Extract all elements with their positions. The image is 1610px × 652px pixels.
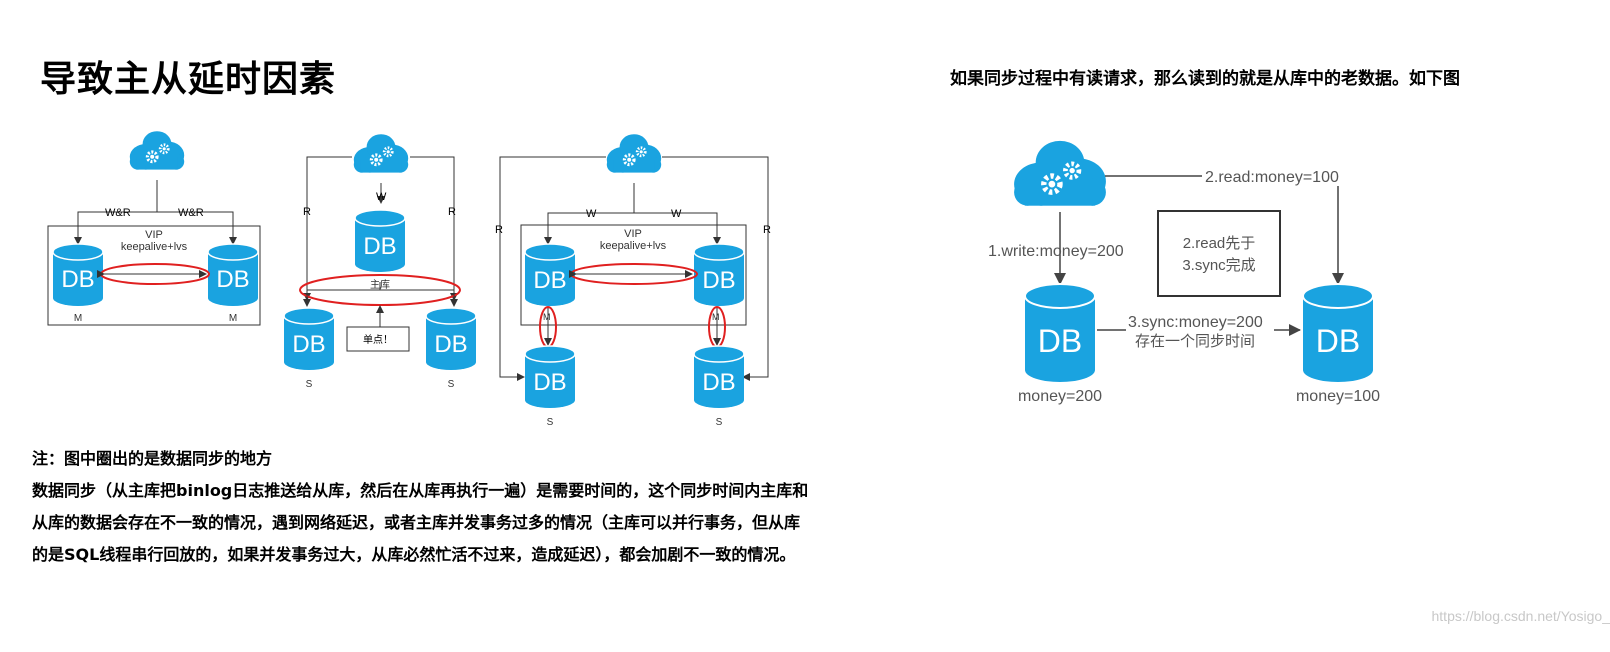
svg-text:DB: DB bbox=[1038, 323, 1082, 359]
edge-label-wr-left: W&R bbox=[105, 207, 131, 219]
svg-text:DB: DB bbox=[533, 267, 566, 294]
m-label-left: M bbox=[543, 312, 551, 322]
svg-text:DB: DB bbox=[702, 267, 735, 294]
edge-label-w-right: W bbox=[671, 208, 682, 220]
write-label: 1.write:money=200 bbox=[988, 243, 1124, 260]
edge-label-w: W bbox=[376, 191, 387, 203]
db-cylinder-left: DB bbox=[52, 243, 104, 306]
db-cylinder-slave: DB bbox=[1302, 283, 1374, 382]
svg-text:DB: DB bbox=[702, 369, 735, 396]
note-line: 数据同步（从主库把binlog日志推送给从库，然后在从库再执行一遍）是需要时间的… bbox=[32, 481, 809, 500]
diagram-4-read-during-sync: 1.write:money=200 2.read:money=100 2.rea… bbox=[988, 141, 1380, 405]
db-cylinder-master: DB bbox=[1024, 283, 1096, 382]
vip-label: VIP bbox=[624, 228, 642, 240]
svg-text:DB: DB bbox=[216, 266, 249, 293]
master-value: money=200 bbox=[1018, 388, 1102, 405]
read-label: 2.read:money=100 bbox=[1205, 169, 1339, 186]
db-cylinder-slave-left: DB bbox=[283, 307, 335, 370]
edge-label-w-left: W bbox=[586, 208, 597, 220]
svg-text:DB: DB bbox=[1316, 323, 1360, 359]
role-label-right: S bbox=[716, 417, 723, 428]
edge-label-r-right: R bbox=[448, 206, 456, 218]
db-cylinder-master-right: DB bbox=[693, 243, 745, 306]
cloud-icon bbox=[1014, 141, 1106, 206]
diagram-1-dual-master: W&R W&R VIP keepalive+lvs DB DB M M bbox=[47, 129, 261, 326]
m-label-right: M bbox=[712, 312, 720, 322]
svg-text:DB: DB bbox=[61, 266, 94, 293]
note-line-1: 2.read先于 bbox=[1183, 235, 1256, 252]
svg-text:DB: DB bbox=[434, 331, 467, 358]
sync-time-label: 存在一个同步时间 bbox=[1135, 333, 1255, 350]
notes-block: 注：图中圈出的是数据同步的地方 数据同步（从主库把binlog日志推送给从库，然… bbox=[32, 443, 808, 571]
right-section-title: 如果同步过程中有读请求，那么读到的就是从库中的老数据。如下图 bbox=[950, 69, 1460, 89]
vip-label: VIP bbox=[145, 229, 163, 241]
role-label-left: S bbox=[547, 417, 554, 428]
edge-label-r-left: R bbox=[495, 224, 503, 236]
note-line-2: 3.sync完成 bbox=[1182, 257, 1255, 274]
db-cylinder-slave-left: DB bbox=[524, 345, 576, 408]
db-cylinder-master-left: DB bbox=[524, 243, 576, 306]
single-point-label: 单点！ bbox=[363, 334, 393, 346]
sync-label: 3.sync:money=200 bbox=[1128, 314, 1263, 331]
role-label-right: S bbox=[448, 379, 455, 390]
svg-text:DB: DB bbox=[292, 331, 325, 358]
role-label-right: M bbox=[229, 313, 237, 324]
vip-box bbox=[520, 224, 747, 326]
vip-sublabel: keepalive+lvs bbox=[600, 240, 667, 252]
note-line: 注：图中圈出的是数据同步的地方 bbox=[32, 449, 273, 468]
note-line: 的是SQL线程串行回放的，如果并发事务过大，从库必然忙活不过来，造成延迟），都会… bbox=[32, 545, 796, 564]
note-box bbox=[1157, 210, 1281, 297]
edge-label-r-right: R bbox=[763, 224, 771, 236]
cloud-icon bbox=[605, 132, 663, 175]
diagram-3-master-master-slave: W W R R VIP keepalive+lvs DB DB M M DB bbox=[495, 132, 771, 428]
edge-label-r-left: R bbox=[303, 206, 311, 218]
page-title: 导致主从延时因素 bbox=[40, 59, 337, 100]
cloud-icon bbox=[128, 129, 186, 172]
watermark: https://blog.csdn.net/Yosigo_ bbox=[1431, 608, 1610, 624]
single-point-box bbox=[346, 326, 410, 352]
db-cylinder-slave-right: DB bbox=[693, 345, 745, 408]
note-line: 从库的数据会存在不一致的情况，遇到网络延迟，或者主库并发事务过多的情况（主库可以… bbox=[32, 513, 801, 532]
edge-label-wr-right: W&R bbox=[178, 207, 204, 219]
diagram-2-single-master: W R R DB 主库 DB DB 单点！ S S bbox=[283, 132, 477, 390]
db-cylinder-slave-right: DB bbox=[425, 307, 477, 370]
role-label-left: M bbox=[74, 313, 82, 324]
db-cylinder-master: DB bbox=[354, 209, 406, 272]
svg-text:DB: DB bbox=[533, 369, 566, 396]
svg-text:DB: DB bbox=[363, 233, 396, 260]
vip-sublabel: keepalive+lvs bbox=[121, 241, 188, 253]
role-label-left: S bbox=[306, 379, 313, 390]
slave-value: money=100 bbox=[1296, 388, 1380, 405]
vip-box bbox=[47, 225, 261, 326]
cloud-icon bbox=[352, 132, 410, 175]
db-cylinder-right: DB bbox=[207, 243, 259, 306]
